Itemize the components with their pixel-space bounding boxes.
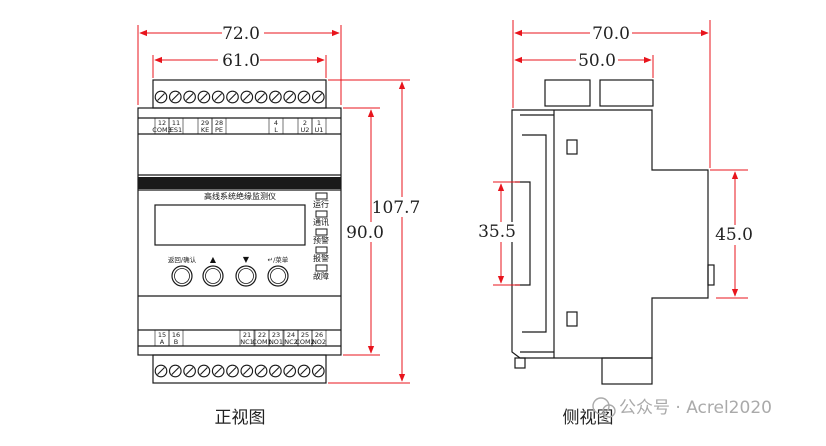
device-title: 高线系统绝缘监测仪 bbox=[204, 191, 276, 201]
dim-depth-outer: 70.0 bbox=[592, 24, 630, 44]
terminal-number: 28 bbox=[215, 119, 223, 127]
side-dim-labels: 70.0 50.0 35.5 45.0 bbox=[478, 24, 756, 245]
watermark: 公众号 · Acrel2020 bbox=[592, 397, 772, 418]
dim-rail-left: 35.5 bbox=[478, 222, 516, 242]
led-indicator-icon bbox=[315, 192, 328, 200]
terminal-number: 12 bbox=[158, 119, 166, 127]
led-indicator-icon bbox=[315, 228, 328, 236]
led-label: 报警 bbox=[313, 253, 329, 263]
watermark-text: 公众号 · Acrel2020 bbox=[619, 398, 772, 418]
led-indicator-icon bbox=[315, 246, 328, 254]
terminal-code: U1 bbox=[315, 126, 324, 134]
terminal-number: 23 bbox=[272, 331, 280, 339]
terminal-number: 26 bbox=[315, 331, 323, 339]
terminal-code: L bbox=[274, 126, 278, 134]
led-indicator-icon bbox=[315, 264, 328, 272]
front-body bbox=[137, 107, 342, 356]
terminal-code: NC2 bbox=[284, 338, 298, 346]
terminal-code: A bbox=[160, 338, 165, 346]
led-label: 运行 bbox=[313, 199, 329, 209]
button-label: ▼ bbox=[243, 255, 250, 264]
terminal-code: NC1 bbox=[240, 338, 254, 346]
front-view bbox=[137, 79, 342, 384]
button-row: 返回/确认 ▲ ▼ ↵/菜单 bbox=[168, 255, 289, 287]
terminal-number: 11 bbox=[172, 119, 180, 127]
dim-width-inner: 61.0 bbox=[222, 51, 260, 71]
terminal-number: 24 bbox=[287, 331, 295, 339]
panel-button[interactable] bbox=[202, 265, 224, 287]
terminal-code: KE bbox=[201, 126, 209, 134]
top-terminal-screws bbox=[154, 90, 325, 104]
button-label: ▲ bbox=[210, 255, 217, 264]
terminal-code: U2 bbox=[301, 126, 310, 134]
led-label: 通讯 bbox=[313, 217, 329, 227]
terminal-number: 15 bbox=[158, 331, 166, 339]
dim-width-outer: 72.0 bbox=[222, 24, 260, 44]
terminal-number: 2 bbox=[303, 119, 307, 127]
button-label: ↵/菜单 bbox=[268, 255, 289, 264]
front-view-caption: 正视图 bbox=[215, 408, 266, 428]
led-label: 故障 bbox=[313, 271, 329, 281]
lcd-display bbox=[154, 204, 306, 246]
button-label: 返回/确认 bbox=[168, 255, 197, 264]
dim-depth-inner: 50.0 bbox=[578, 51, 616, 71]
terminal-number: 4 bbox=[274, 119, 278, 127]
dim-height-inner: 90.0 bbox=[346, 223, 384, 243]
terminal-code: COM1 bbox=[252, 338, 271, 346]
title-band bbox=[138, 177, 341, 189]
terminal-code: NO2 bbox=[312, 338, 326, 346]
bottom-terminal-block bbox=[152, 354, 327, 384]
panel-button[interactable] bbox=[267, 265, 289, 287]
side-top-bump-1 bbox=[544, 79, 591, 107]
terminal-number: 16 bbox=[172, 331, 180, 339]
front-dim-labels: 72.0 61.0 107.7 90.0 bbox=[218, 24, 426, 243]
side-bottom-bump bbox=[601, 357, 653, 385]
terminal-code: B bbox=[174, 338, 178, 346]
panel-button[interactable] bbox=[235, 265, 257, 287]
terminal-number: 21 bbox=[243, 331, 251, 339]
terminal-code: PE bbox=[215, 126, 223, 134]
din-rail-channel bbox=[522, 134, 547, 333]
terminal-code: ES1 bbox=[170, 126, 182, 134]
dim-rail-right: 45.0 bbox=[715, 225, 753, 245]
led-label: 预警 bbox=[313, 235, 329, 245]
terminal-number: 22 bbox=[258, 331, 266, 339]
wechat-icon bbox=[592, 397, 610, 415]
led-indicator-icon bbox=[315, 210, 328, 218]
front-dimensions bbox=[137, 25, 410, 384]
terminal-code: COM2 bbox=[295, 338, 314, 346]
side-view bbox=[511, 79, 715, 385]
side-top-bump-2 bbox=[599, 79, 654, 107]
panel-button[interactable] bbox=[171, 265, 193, 287]
side-view-caption: 侧视图 bbox=[563, 408, 614, 428]
side-body bbox=[511, 109, 709, 359]
terminal-code: COM3 bbox=[152, 126, 171, 134]
terminal-number: 29 bbox=[201, 119, 209, 127]
dim-height-outer: 107.7 bbox=[372, 198, 421, 218]
terminal-number: 25 bbox=[301, 331, 309, 339]
side-dimensions bbox=[493, 20, 748, 299]
terminal-number: 1 bbox=[317, 119, 321, 127]
bottom-terminal-screws bbox=[154, 364, 325, 378]
terminal-code: NO1 bbox=[269, 338, 283, 346]
